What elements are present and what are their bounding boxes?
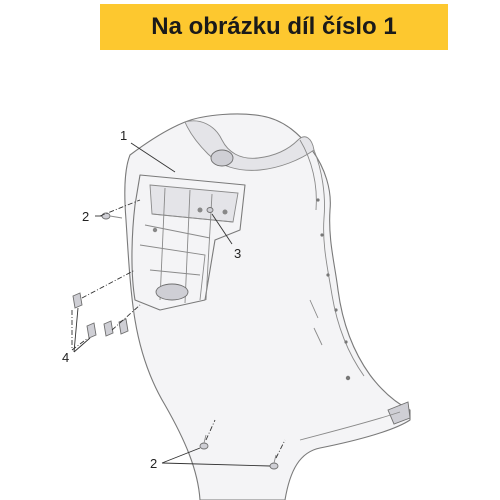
leader-lines xyxy=(73,142,271,467)
callout-part-2-bottom: 2 xyxy=(150,456,157,471)
screw-top xyxy=(101,212,123,220)
alignment-guides xyxy=(71,199,286,459)
part-number-banner: Na obrázku díl číslo 1 xyxy=(100,4,448,50)
callout-part-3: 3 xyxy=(234,246,241,261)
clip-group xyxy=(72,292,129,339)
edge-clip-marks xyxy=(316,198,351,381)
screw-bottom-1 xyxy=(199,434,209,450)
callout-part-2-top: 2 xyxy=(82,209,89,224)
screw-part-3 xyxy=(206,207,214,213)
inner-frame xyxy=(131,174,246,311)
callout-part-1: 1 xyxy=(120,128,127,143)
banner-text: Na obrázku díl číslo 1 xyxy=(151,13,397,40)
callout-part-4: 4 xyxy=(62,350,69,365)
